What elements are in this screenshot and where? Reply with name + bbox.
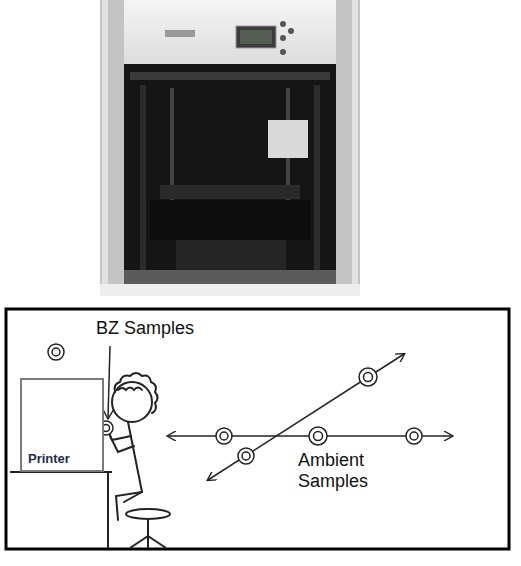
drawing-part xyxy=(118,388,142,391)
drawing-part xyxy=(48,344,64,360)
drawing-part xyxy=(238,448,254,464)
drawing-part xyxy=(176,240,286,270)
drawing-part xyxy=(314,85,320,275)
desk xyxy=(10,472,112,548)
drawing-part xyxy=(150,200,310,240)
drawing-part xyxy=(240,30,272,44)
drawing-part xyxy=(112,382,152,422)
person-figure xyxy=(108,373,158,520)
drawing-part xyxy=(130,72,330,80)
drawing-part xyxy=(100,0,360,296)
sampling-axes xyxy=(108,346,452,480)
drawing-part xyxy=(147,536,149,548)
drawing-part xyxy=(126,509,170,519)
drawing-part xyxy=(410,432,418,440)
drawing-part xyxy=(242,452,250,460)
drawing-part xyxy=(336,0,360,292)
drawing-part xyxy=(359,368,377,386)
drawing-part xyxy=(280,49,286,55)
drawing-part xyxy=(268,120,308,158)
drawing-part xyxy=(124,270,336,284)
frame xyxy=(6,309,509,549)
drawing-part xyxy=(406,428,422,444)
drawing-part xyxy=(220,432,228,440)
drawing-part xyxy=(165,30,195,37)
drawing-part xyxy=(364,373,373,382)
drawing-part xyxy=(130,536,148,548)
ambient-label: Ambient Samples xyxy=(298,450,402,491)
drawing-part xyxy=(352,0,358,292)
drawing-part xyxy=(128,422,142,492)
drawing-part xyxy=(216,428,232,444)
drawing-part xyxy=(314,432,323,441)
drawing-part xyxy=(124,492,142,502)
drawing-part xyxy=(236,26,276,48)
drawing-part xyxy=(108,346,110,418)
stool xyxy=(126,509,170,548)
drawing-part xyxy=(112,0,348,66)
printer-box: Printer xyxy=(20,378,104,472)
drawing-part xyxy=(52,348,60,356)
printer-photo xyxy=(100,0,360,296)
drawing-part xyxy=(280,21,286,27)
drawing-part xyxy=(309,427,327,445)
drawing-part xyxy=(148,536,166,548)
node-label: Printer xyxy=(22,451,70,470)
drawing-part xyxy=(280,35,286,41)
drawing-part xyxy=(100,284,360,296)
drawing-part xyxy=(140,85,146,275)
drawing-part xyxy=(147,519,149,536)
bz-label: BZ Samples xyxy=(96,318,236,339)
drawing-part xyxy=(288,28,294,34)
drawing-part xyxy=(160,185,300,199)
drawing-part xyxy=(115,373,158,413)
drawing-part xyxy=(100,0,124,292)
drawing-part xyxy=(102,0,108,292)
drawing-part xyxy=(124,64,336,284)
drawing-part xyxy=(110,436,134,452)
sample-markers xyxy=(48,344,422,464)
drawing-part xyxy=(107,472,109,548)
